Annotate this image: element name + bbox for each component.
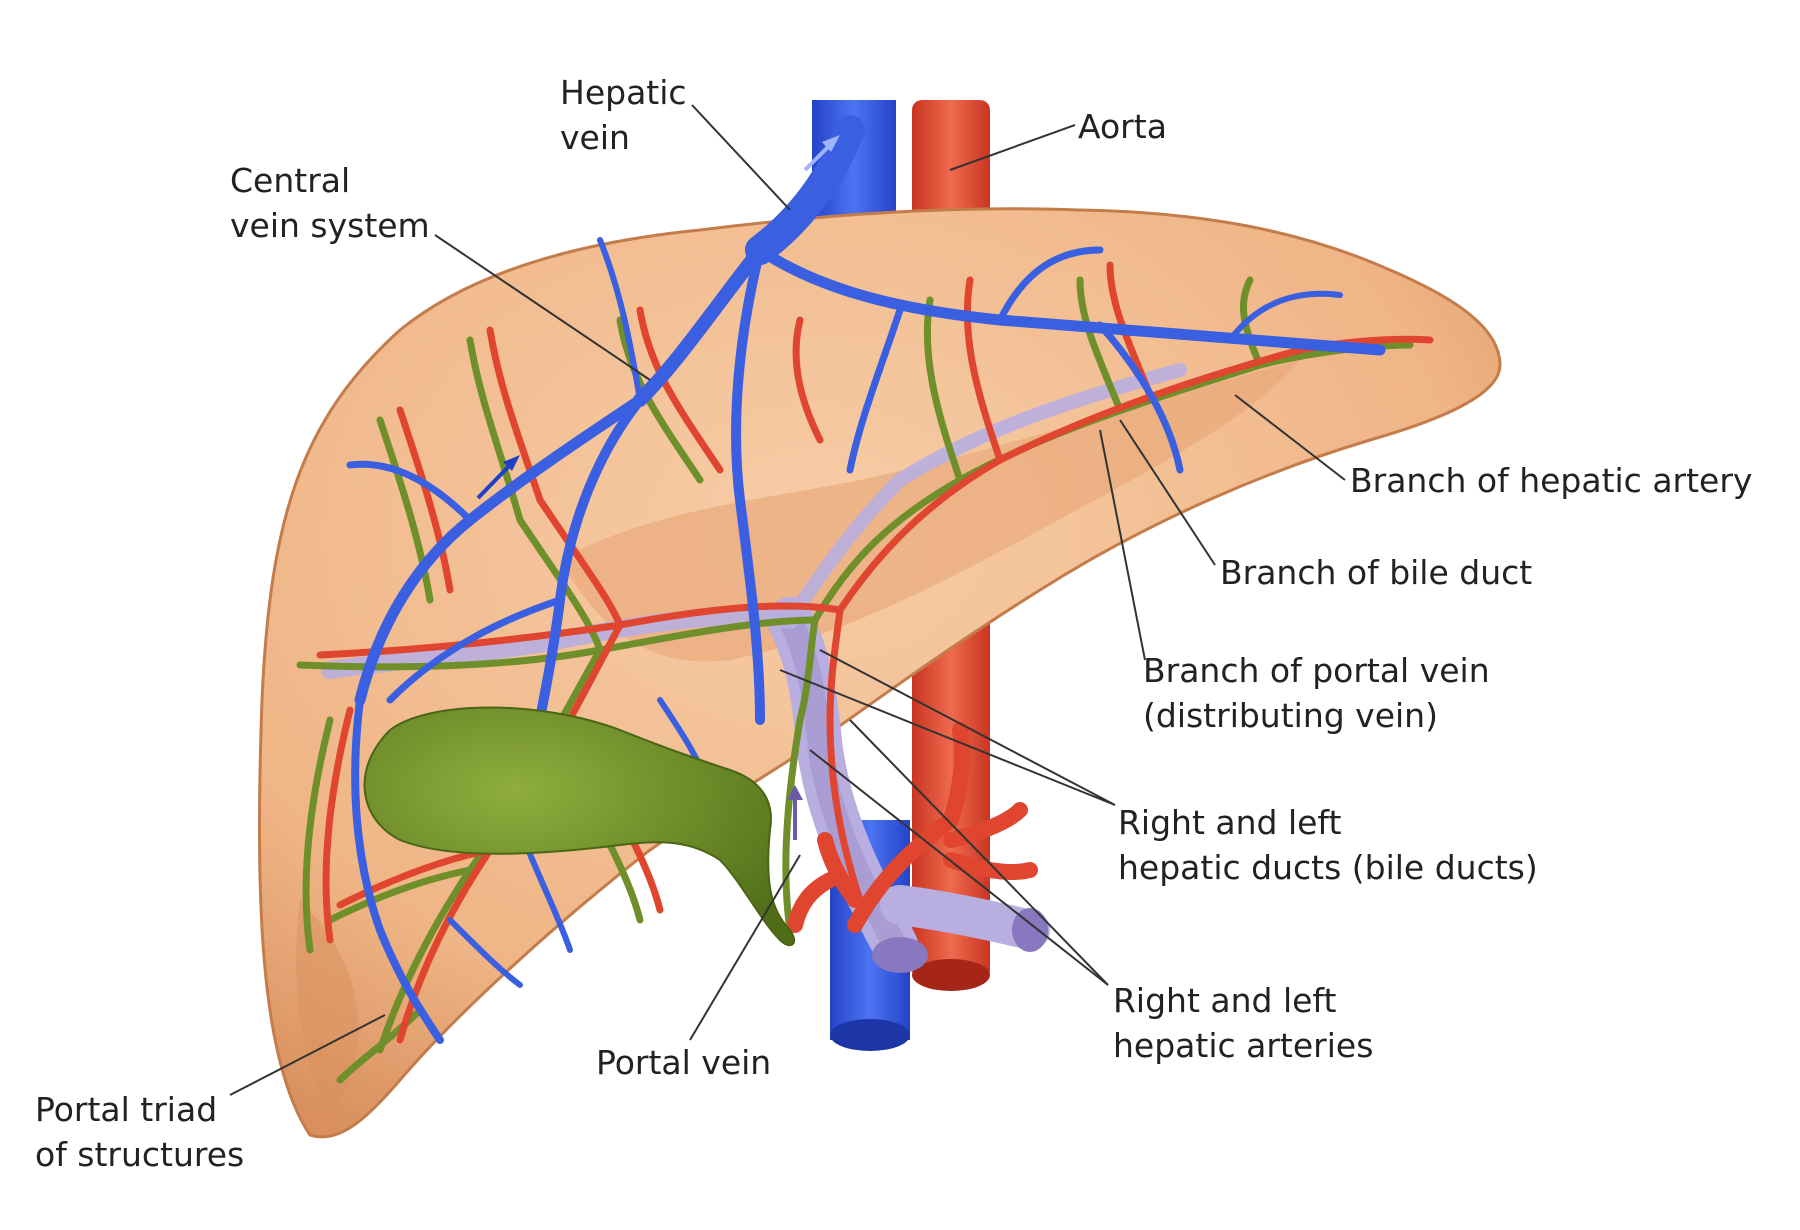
hepatic-artery-trunk — [787, 722, 1038, 933]
flow-arrows — [476, 135, 840, 840]
hepatic-artery-branches — [316, 261, 1434, 1044]
gallbladder — [363, 706, 796, 947]
label-branch-portal-vein: Branch of portal vein(distributing vein) — [1143, 651, 1490, 735]
lower-shadow — [296, 900, 359, 1120]
leader-lines — [229, 104, 1346, 1096]
label-branch-bile-duct: Branch of bile duct — [1220, 553, 1533, 592]
central-vein-branches — [346, 115, 1386, 1044]
label-branch-hepatic-artery: Branch of hepatic artery — [1350, 461, 1753, 500]
label-aorta: Aorta — [1078, 107, 1167, 146]
label-portal-vein: Portal vein — [596, 1043, 772, 1082]
